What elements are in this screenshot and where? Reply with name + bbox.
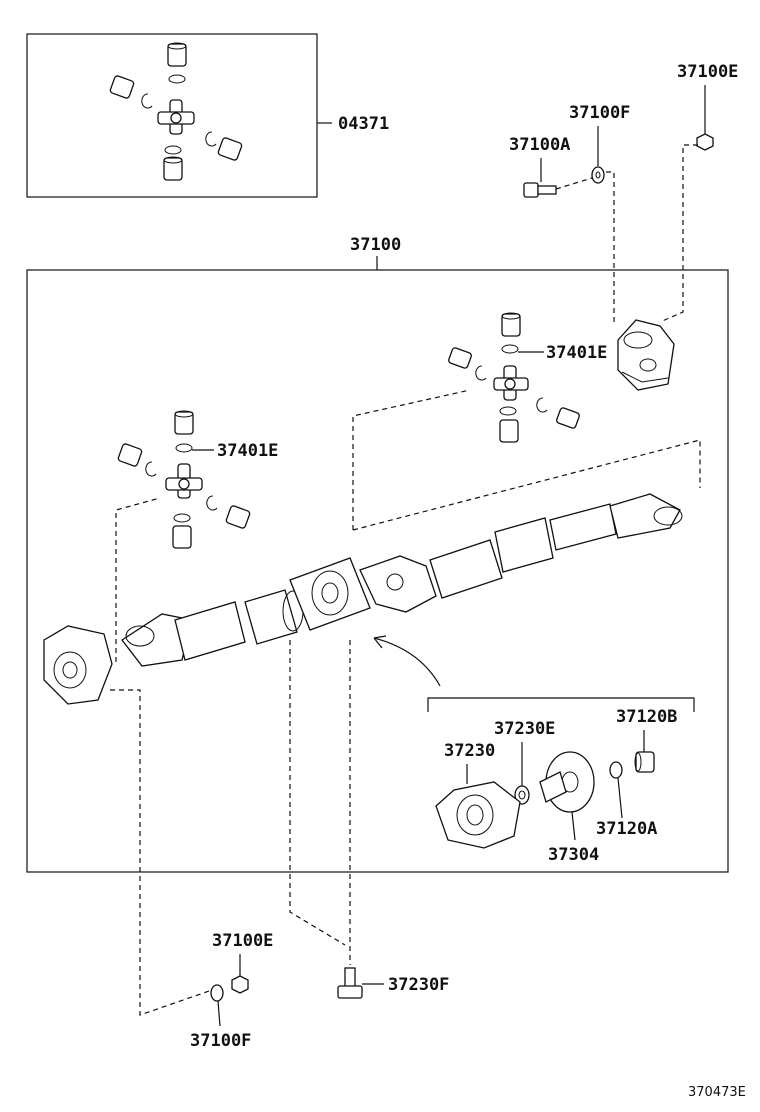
bearing-cap-icon [448, 347, 472, 369]
label-washer-bottom: 37100F [190, 1031, 251, 1051]
snap-ring-icon [145, 461, 157, 477]
snap-ring-icon [175, 443, 193, 453]
label-seal: 37230E [494, 719, 555, 739]
label-bolt-bottom: 37230F [388, 975, 449, 995]
label-bearing-a: 37120A [596, 819, 657, 839]
bearing-icon [635, 751, 655, 773]
label-nut-top: 37100E [677, 62, 738, 82]
washer-icon [609, 761, 623, 779]
arrow-icon [373, 637, 441, 687]
snap-ring-icon [141, 93, 153, 109]
label-assembly: 37100 [350, 235, 401, 255]
bearing-cap-icon [172, 525, 192, 549]
bolt-icon [523, 182, 557, 198]
washer-icon [591, 166, 605, 184]
label-bolt-top: 37100A [509, 135, 570, 155]
drawing-id: 370473E [688, 1085, 746, 1100]
snap-ring-icon [173, 513, 191, 523]
label-spider-left: 37401E [217, 441, 278, 461]
snap-ring-icon [475, 365, 487, 381]
spider-group-left [117, 410, 251, 549]
snap-ring-icon [536, 397, 548, 413]
bolt-icon [337, 967, 363, 999]
label-spider-right: 37401E [546, 343, 607, 363]
snap-ring-icon [499, 406, 517, 416]
nut-icon [231, 975, 249, 994]
snap-ring-icon [206, 495, 218, 511]
seal-icon [514, 785, 530, 805]
center-bearing-icon [435, 781, 521, 849]
label-flange: 37304 [548, 845, 599, 865]
bearing-cap-icon [217, 137, 243, 161]
kit-box [26, 33, 318, 198]
washer-icon [210, 984, 224, 1002]
bearing-cap-icon [501, 313, 521, 337]
label-bearing-b: 37120B [616, 707, 677, 727]
bearing-cap-icon [109, 75, 135, 99]
bearing-cap-icon [167, 43, 187, 67]
flange-yoke-right [617, 319, 675, 391]
bearing-cap-icon [163, 157, 183, 181]
flange-yoke-left [43, 625, 113, 705]
label-kit: 04371 [338, 114, 389, 134]
snap-ring-icon [205, 131, 217, 147]
snap-ring-icon [168, 74, 186, 84]
snap-ring-icon [501, 344, 519, 354]
bearing-cap-icon [225, 505, 251, 529]
nut-icon [696, 133, 714, 151]
propeller-shaft [121, 493, 683, 667]
snap-ring-icon [164, 145, 182, 155]
label-nut-bottom: 37100E [212, 931, 273, 951]
bearing-cap-icon [556, 407, 580, 429]
bearing-cap-icon [174, 411, 194, 435]
flange-hub-icon [539, 751, 595, 813]
label-washer-top: 37100F [569, 103, 630, 123]
spider-group-right [448, 312, 580, 443]
bearing-cap-icon [499, 419, 519, 443]
kit-spider-group [109, 42, 243, 181]
bearing-cap-icon [117, 443, 143, 467]
label-center-bearing: 37230 [444, 741, 495, 761]
